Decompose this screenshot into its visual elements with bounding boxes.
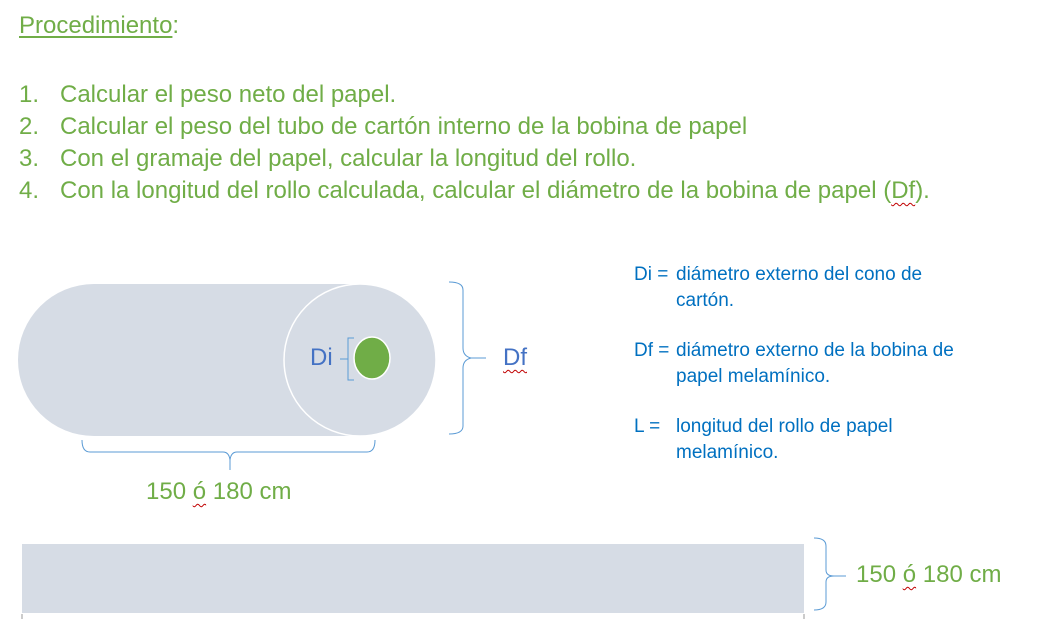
step-item: 4.Con la longitud del rollo calculada, c…: [19, 177, 930, 204]
legend-key: L =: [634, 416, 661, 437]
sheet-width-label: 150 ó 180 cm: [856, 561, 1002, 588]
roll-body: [18, 284, 360, 436]
df-bracket: [448, 281, 486, 435]
paper-sheet: [22, 544, 804, 613]
procedure-title: Procedimiento:: [19, 12, 180, 39]
legend-text: longitud del rollo de papel melamínico.: [676, 416, 893, 463]
step-item: 1.Calcular el peso neto del papel.: [19, 81, 397, 108]
legend-text: diámetro externo de la bobina de papel m…: [676, 340, 954, 387]
df-label: Df: [503, 344, 527, 371]
legend-di: Di = diámetro externo del cono de cartón…: [634, 262, 1004, 318]
roll-length-label: 150 ó 180 cm: [146, 478, 292, 505]
legend-key: Di =: [634, 264, 669, 285]
step-item: 3.Con el gramaje del papel, calcular la …: [19, 145, 637, 172]
sheet-bracket: [813, 537, 846, 611]
di-label: Di: [310, 344, 333, 371]
step-item: 2.Calcular el peso del tubo de cartón in…: [19, 113, 748, 140]
legend-l: L = longitud del rollo de papel melamíni…: [634, 414, 1004, 470]
length-bracket: [81, 439, 376, 470]
core-circle: [353, 336, 391, 380]
legend-key: Df =: [634, 340, 670, 361]
steps-list: 1.Calcular el peso neto del papel. 2.Cal…: [19, 79, 1030, 207]
di-bracket: [340, 337, 354, 381]
legend-df: Df = diámetro externo de la bobina de pa…: [634, 338, 1004, 394]
legend-text: diámetro externo del cono de cartón.: [676, 264, 923, 311]
